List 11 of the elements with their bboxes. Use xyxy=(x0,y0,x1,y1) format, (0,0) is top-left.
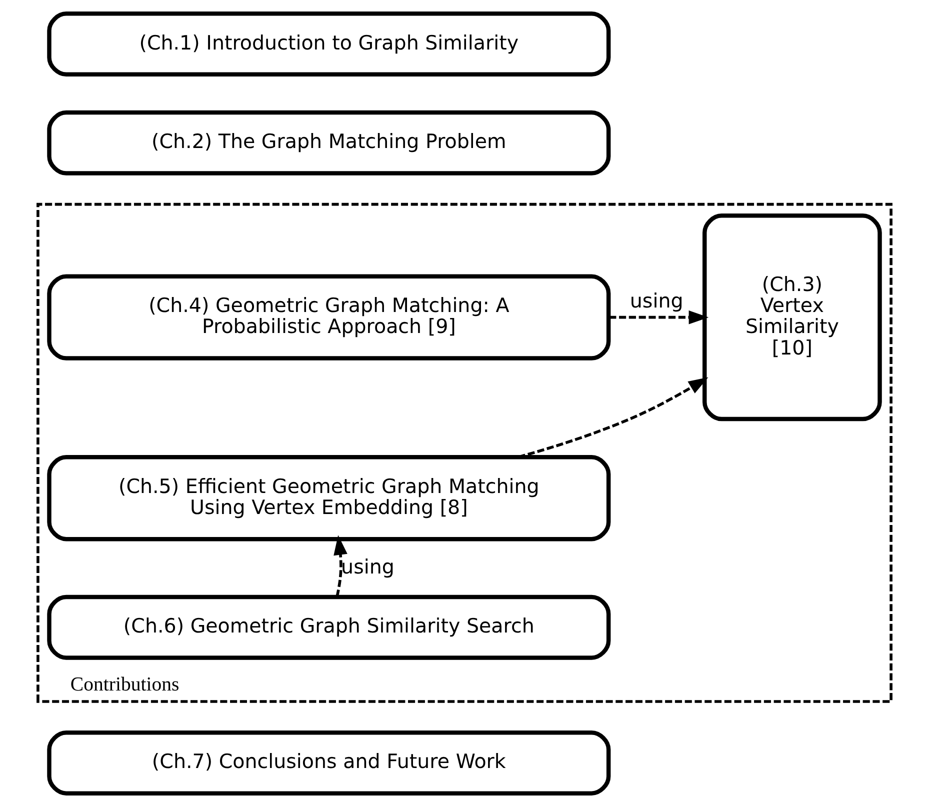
arrow xyxy=(333,535,347,597)
node-box: (Ch.3) Vertex Similarity [10] xyxy=(702,214,882,422)
node-box: (Ch.6) Geometric Graph Similarity Search xyxy=(46,594,610,660)
node-box: (Ch.1) Introduction to Graph Similarity xyxy=(46,12,610,77)
arrow xyxy=(608,310,708,324)
node-box: (Ch.4) Geometric Graph Matching: A Probabilistic Approach [9] xyxy=(46,274,610,360)
node-box: (Ch.5) Efficient Geometric Graph Matching Using Vertex Embedding [8] xyxy=(46,455,610,542)
edge-label: using xyxy=(340,555,394,578)
node-box: (Ch.2) The Graph Matching Problem xyxy=(46,110,610,176)
node-box: (Ch.7) Conclusions and Future Work xyxy=(46,730,610,796)
edge-label: using xyxy=(629,290,683,313)
